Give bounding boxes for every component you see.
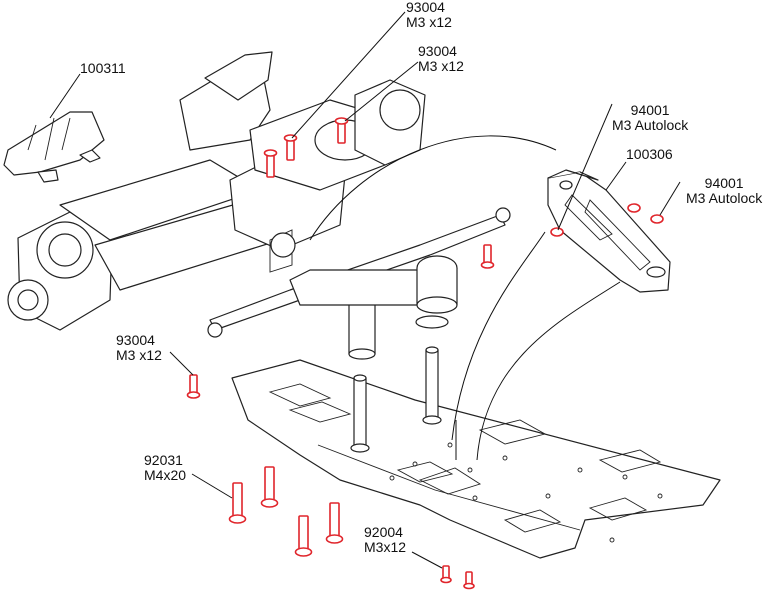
drivetrain-assembly: [7, 51, 511, 338]
screw-small-icon: [440, 565, 452, 584]
body-mount-part: [3, 111, 105, 183]
screw-small-icon: [463, 571, 475, 590]
part-number: 100306: [626, 146, 673, 162]
part-spec: M3 x12: [406, 14, 452, 30]
leader-lines: [49, 11, 681, 569]
part-number: 94001: [704, 175, 744, 191]
hardware-screws: [186, 117, 664, 590]
autolock-nut-icon: [550, 227, 564, 237]
screw-m3x12-icon: [283, 134, 298, 161]
label-screw-top-2: 93004 M3 x12: [418, 44, 464, 74]
screw-m3x12-icon: [263, 149, 278, 178]
label-nut-upper: 94001 M3 Autolock: [612, 103, 688, 133]
autolock-nut-icon: [650, 214, 664, 224]
part-spec: M3 Autolock: [686, 190, 763, 206]
screw-m3x12-icon: [480, 244, 495, 269]
label-nut-right: 94001 M3 Autolock: [686, 176, 762, 206]
part-spec: M3 Autolock: [612, 117, 689, 133]
label-screw-small: 92004 M3x12: [364, 525, 406, 555]
label-brace: 100306: [626, 147, 673, 162]
screw-m3x12-icon: [334, 117, 349, 144]
part-spec: M3 x12: [418, 58, 464, 74]
assembly-path-lines: [309, 135, 621, 461]
screw-m4x20-icon: [260, 466, 279, 508]
label-screw-m4: 92031 M4x20: [144, 453, 186, 483]
part-number: 93004: [418, 43, 457, 59]
part-spec: M3 x12: [116, 347, 162, 363]
part-number: 93004: [406, 0, 445, 15]
part-spec: M4x20: [144, 467, 187, 483]
part-number: 94001: [630, 102, 670, 118]
screw-m3x12-icon: [186, 374, 201, 399]
screw-m4x20-icon: [228, 482, 247, 524]
part-number: 92031: [144, 452, 183, 468]
label-screw-left: 93004 M3 x12: [116, 333, 162, 363]
part-spec: M3x12: [364, 539, 407, 555]
part-number: 92004: [364, 524, 403, 540]
label-body-mount: 100311: [80, 61, 126, 76]
part-number: 100311: [80, 60, 126, 76]
screw-m4x20-icon: [294, 515, 313, 557]
autolock-nut-icon: [627, 203, 641, 213]
screw-m4x20-icon: [325, 502, 344, 544]
brace-part: [547, 169, 671, 293]
label-screw-top-1: 93004 M3 x12: [406, 0, 452, 30]
part-number: 93004: [116, 332, 155, 348]
